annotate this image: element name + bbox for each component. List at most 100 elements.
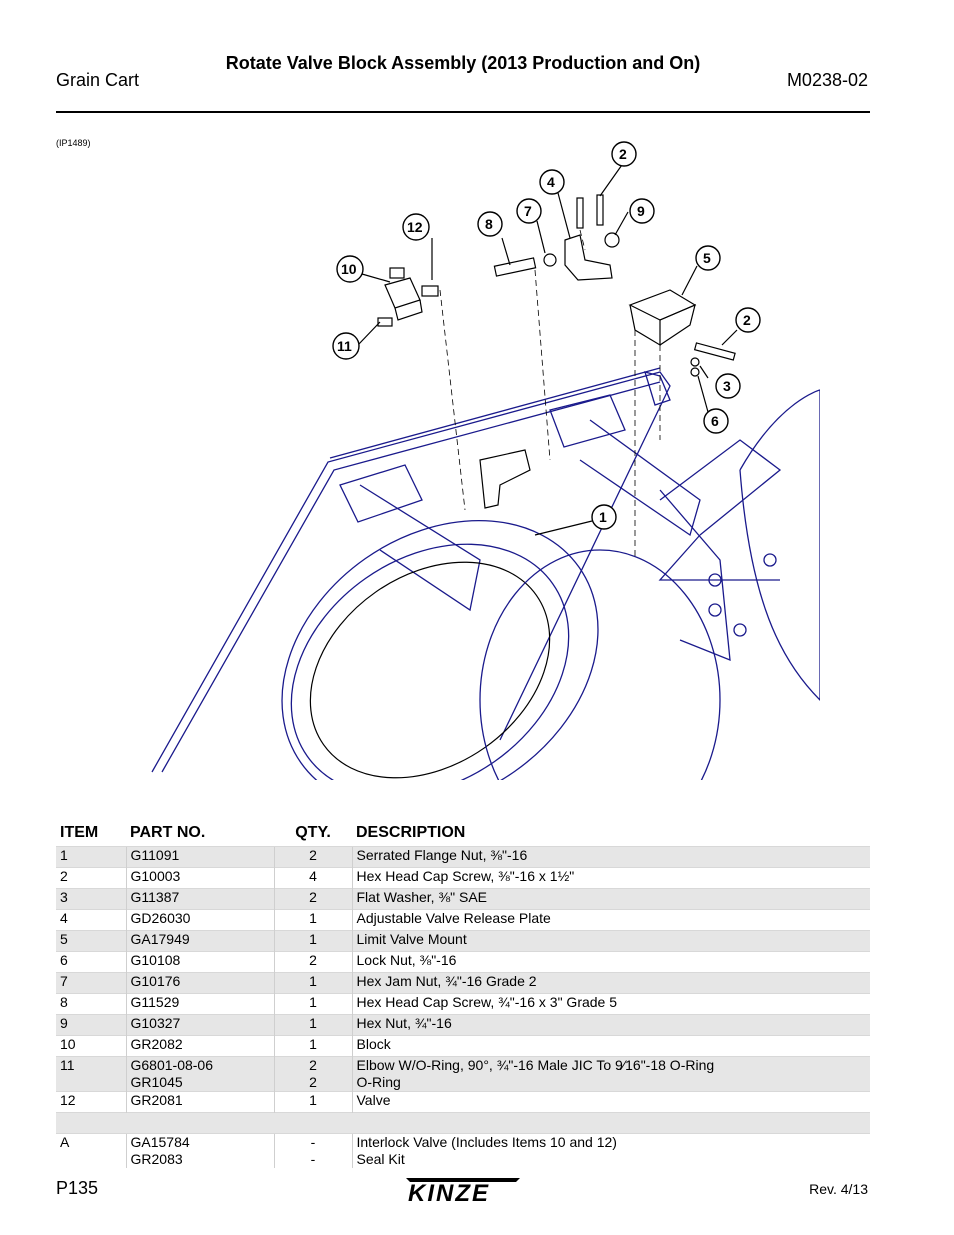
part-cell: G6801-08-06 GR1045: [125, 1056, 274, 1092]
kinze-logo: KINZE: [406, 1178, 520, 1206]
description-cell: Hex Head Cap Screw, ⅜"-16 x 1½": [351, 867, 870, 889]
description-cell: Lock Nut, ⅜"-16: [351, 951, 870, 973]
table-row: 9 G10327 1 Hex Nut, ¾"-16: [56, 1014, 870, 1036]
item-cell: 12: [56, 1091, 126, 1113]
qty-cell: 2 2: [273, 1056, 352, 1092]
description-cell: Hex Nut, ¾"-16: [351, 1014, 870, 1036]
item-cell: 6: [56, 951, 126, 973]
part-number: GR2083: [130, 1151, 183, 1167]
hopper-ring: [281, 519, 721, 780]
manual-number: M0238-02: [786, 70, 868, 90]
description-cell: Hex Jam Nut, ¾"-16 Grade 2: [351, 972, 870, 994]
limit-valve-mount: [628, 289, 697, 347]
document-title: Rotate Valve Block Assembly (2013 Produc…: [225, 53, 701, 73]
description-text: O-Ring: [356, 1074, 401, 1090]
part-number: GA15784: [130, 1134, 190, 1150]
qty-cell: 2: [273, 888, 352, 910]
part-cell: GA15784 GR2083: [125, 1133, 274, 1168]
description-cell: Elbow W/O-Ring, 90°, ¾"-16 Male JIC To 9…: [351, 1056, 870, 1092]
table-row: 4 GD26030 1 Adjustable Valve Release Pla…: [56, 909, 870, 931]
description-cell: [352, 1112, 870, 1134]
page-number: P135: [56, 1178, 99, 1198]
stop-bracket: [479, 449, 531, 509]
callout-3: 3: [715, 373, 741, 399]
callout-6: 6: [703, 408, 729, 434]
part-number: G6801-08-06: [130, 1057, 214, 1073]
table-row: A GA15784 GR2083 - - Interlock Valve (In…: [56, 1133, 870, 1168]
callout-7: 7: [516, 198, 542, 224]
description-text: Elbow W/O-Ring, 90°, ¾"-16 Male JIC To 9…: [356, 1057, 715, 1073]
table-row: 1 G11091 2 Serrated Flange Nut, ⅜"-16: [56, 846, 870, 868]
callout-8: 8: [477, 211, 503, 237]
column-header-item: ITEM: [60, 824, 99, 841]
callout-2-top: 2: [611, 141, 637, 167]
qty-cell: 1: [273, 1035, 352, 1057]
item-cell: 5: [56, 930, 126, 952]
leader-lines: [357, 161, 738, 536]
item-cell: 10: [56, 1035, 126, 1057]
part-number: GR1045: [130, 1074, 183, 1090]
qty-cell: [274, 1112, 352, 1134]
table-header-row: ITEM PART NO. QTY. DESCRIPTION: [56, 820, 870, 847]
qty-value: 2: [309, 1074, 317, 1090]
description-cell: Block: [351, 1035, 870, 1057]
table-row: 8 G11529 1 Hex Head Cap Screw, ¾"-16 x 3…: [56, 993, 870, 1015]
item-cell: 11: [56, 1056, 126, 1092]
qty-cell: - -: [273, 1133, 352, 1168]
callout-label: 4: [547, 174, 555, 190]
qty-cell: 2: [273, 951, 352, 973]
callout-label: 10: [341, 261, 357, 277]
part-cell: G10003: [125, 867, 274, 889]
header-divider: [56, 111, 870, 113]
qty-cell: 1: [273, 972, 352, 994]
description-text: Seal Kit: [356, 1151, 405, 1167]
table-row: 10 GR2082 1 Block: [56, 1035, 870, 1057]
exploded-assembly-diagram: 2 4 7 9 8 12 5 10 2 11 3 6 1: [151, 141, 820, 780]
table-row: 3 G11387 2 Flat Washer, ⅜" SAE: [56, 888, 870, 910]
callout-1: 1: [591, 504, 617, 530]
callout-label: 9: [637, 203, 645, 219]
part-cell: G11529: [125, 993, 274, 1015]
description-text: Interlock Valve (Includes Items 10 and 1…: [356, 1134, 617, 1150]
callout-label: 11: [337, 338, 352, 354]
part-cell: G11091: [125, 846, 274, 868]
part-cell: GR2081: [125, 1091, 274, 1113]
section-name: Grain Cart: [56, 70, 140, 90]
callout-label: 5: [703, 250, 711, 266]
part-cell: G10176: [125, 972, 274, 994]
callout-label: 2: [619, 146, 627, 162]
description-cell: Flat Washer, ⅜" SAE: [351, 888, 870, 910]
qty-value: 2: [309, 1057, 317, 1073]
callout-label: 8: [485, 216, 493, 232]
qty-cell: 1: [273, 993, 352, 1015]
callout-5: 5: [695, 245, 721, 271]
callout-label: 3: [723, 378, 731, 394]
column-header-qty: QTY.: [295, 824, 331, 841]
description-cell: Hex Head Cap Screw, ¾"-16 x 3" Grade 5: [351, 993, 870, 1015]
mounting-plate: [151, 367, 671, 773]
part-cell: G10327: [125, 1014, 274, 1036]
item-cell: 4: [56, 909, 126, 931]
callout-2-right: 2: [735, 307, 761, 333]
callout-label: 6: [711, 413, 719, 429]
item-cell: 8: [56, 993, 126, 1015]
callout-12: 12: [402, 213, 430, 241]
qty-cell: 2: [273, 846, 352, 868]
item-cell: [56, 1112, 126, 1134]
column-header-description: DESCRIPTION: [356, 824, 466, 841]
item-cell: 3: [56, 888, 126, 910]
item-cell: 1: [56, 846, 126, 868]
valve-release-plate: [564, 234, 613, 281]
qty-cell: 1: [273, 909, 352, 931]
description-cell: Limit Valve Mount: [351, 930, 870, 952]
callout-label: 12: [407, 219, 423, 235]
part-cell: GR2082: [125, 1035, 274, 1057]
callout-11: 11: [332, 332, 360, 360]
part-cell: GA17949: [125, 930, 274, 952]
cap-screw-group: [493, 194, 736, 377]
table-row: 6 G10108 2 Lock Nut, ⅜"-16: [56, 951, 870, 973]
table-row: 2 G10003 4 Hex Head Cap Screw, ⅜"-16 x 1…: [56, 867, 870, 889]
qty-value: -: [310, 1134, 316, 1150]
table-row: 11 G6801-08-06 GR1045 2 2 Elbow W/O-Ring…: [56, 1056, 870, 1092]
callout-4: 4: [539, 169, 565, 195]
